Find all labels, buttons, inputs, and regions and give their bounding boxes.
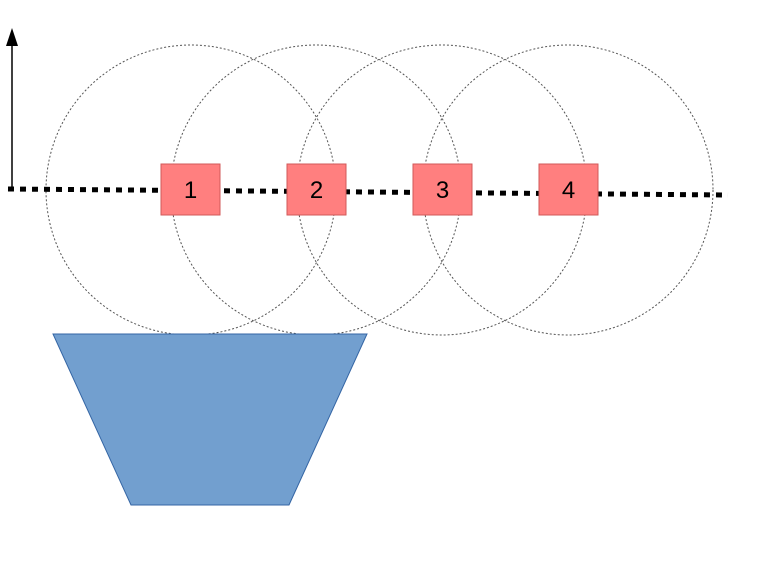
range-circle-4 (422, 44, 714, 336)
node-2: 2 (286, 163, 347, 216)
trapezoid-shape (52, 333, 368, 506)
node-4: 4 (538, 163, 599, 216)
node-label: 4 (562, 177, 575, 204)
node-box (286, 163, 347, 216)
node-1: 1 (160, 163, 221, 216)
node-label: 1 (184, 177, 197, 204)
node-3: 3 (412, 163, 473, 216)
arrow-up-icon (6, 28, 18, 46)
node-box (538, 163, 599, 216)
range-circles (45, 44, 714, 336)
up-arrow (6, 28, 18, 188)
node-box (160, 163, 221, 216)
node-box (412, 163, 473, 216)
dotted-path-line (7, 186, 729, 198)
node-label: 2 (310, 177, 323, 204)
node-label: 3 (436, 177, 449, 204)
